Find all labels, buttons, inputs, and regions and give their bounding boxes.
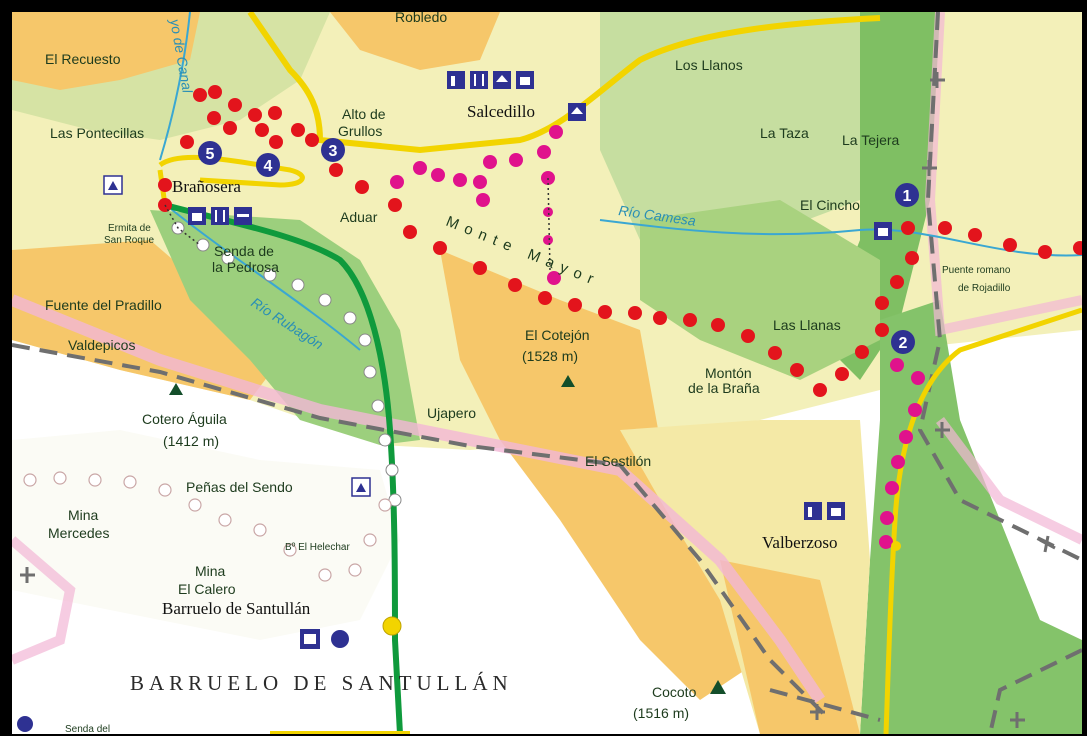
pradillo-slope	[12, 240, 280, 400]
map-labels: Robledo El Recuesto Las Pontecillas Alto…	[45, 9, 1011, 735]
label-mina-el-calero-1: Mina	[195, 563, 226, 579]
info-icon	[331, 630, 349, 648]
label-los-llanos: Los Llanos	[675, 57, 743, 73]
restaurant-icon	[211, 207, 229, 225]
road-north	[247, 12, 881, 154]
canal-stream	[159, 12, 191, 161]
salcedillo-services	[447, 71, 586, 121]
label-la-tejera: La Tejera	[842, 132, 900, 148]
peak-icon	[169, 383, 183, 395]
label-alto-de: Alto de	[342, 106, 386, 122]
forest-mid	[640, 200, 880, 380]
lodging-icon	[804, 502, 822, 520]
boundary-south	[769, 688, 881, 722]
label-el-calero: El Calero	[178, 581, 236, 597]
label-mercedes: Mercedes	[48, 525, 109, 541]
green-slope-north	[600, 12, 900, 260]
poi-icons	[17, 71, 892, 732]
label-mina-mercedes-1: Mina	[68, 507, 99, 523]
junction-marker	[382, 616, 402, 636]
label-municipality: BARRUELO DE SANTULLÁN	[130, 671, 513, 695]
peak-icon	[561, 375, 575, 387]
label-cocoto-alt: (1516 m)	[633, 705, 689, 721]
waypoint-5-label: 5	[206, 146, 215, 163]
municipal-boundary	[12, 343, 832, 722]
label-cotero-aguila: Cotero Águila	[142, 411, 227, 427]
label-las-llanas: Las Llanas	[773, 317, 841, 333]
road-valberzoso	[883, 307, 1082, 734]
label-grullos: Grullos	[338, 123, 382, 139]
label-barruelo: Barruelo de Santullán	[162, 599, 311, 618]
waypoint-marker-4	[256, 153, 280, 177]
label-el-cincho: El Cincho	[800, 197, 860, 213]
label-el-sestilon: El Sestilón	[585, 453, 651, 469]
label-de-rojadillo: de Rojadillo	[958, 283, 1011, 294]
rubagon-forest	[150, 210, 420, 445]
junction-marker-valberzoso	[891, 541, 901, 551]
waypoint-markers: 1 2 3 4 5	[198, 138, 919, 354]
label-el-cotejon: El Cotejón	[525, 327, 590, 343]
pink-border-se	[936, 417, 1082, 545]
boundary-crosses	[20, 72, 1056, 728]
label-penas-del-sendo: Peñas del Sendo	[186, 479, 293, 495]
label-san-roque: San Roque	[104, 235, 154, 246]
label-ermita-de: Ermita de	[108, 223, 151, 234]
label-b-el-helechar: Bº El Helechar	[285, 542, 350, 553]
label-la-pedrosa: la Pedrosa	[212, 259, 279, 275]
dotted-track-east	[547, 177, 551, 271]
label-aduar: Aduar	[340, 209, 378, 225]
valley-white	[12, 430, 400, 640]
label-branosera: Brañosera	[172, 177, 241, 196]
dotted-track	[164, 204, 201, 246]
waypoint-marker-3	[321, 138, 345, 162]
waypoint-1-label: 1	[903, 188, 912, 205]
label-puente-romano: Puente romano	[942, 265, 1011, 276]
branosera-services	[103, 175, 252, 225]
waypoint-marker-2	[891, 330, 915, 354]
label-el-recuesto: El Recuesto	[45, 51, 121, 67]
label-valdepicos: Valdepicos	[68, 337, 135, 353]
white-trail-rubagon	[171, 221, 402, 507]
label-legend-senda: Senda del	[65, 724, 110, 735]
lodging-icon	[447, 71, 465, 89]
label-senda-de: Senda de	[214, 243, 274, 259]
robledo-hill	[330, 12, 500, 70]
label-el-cotejon-alt: (1528 m)	[522, 348, 578, 364]
waypoint-4-label: 4	[264, 158, 273, 175]
high-orange-zone	[12, 12, 200, 90]
peak-icon	[710, 680, 726, 694]
pink-border-west	[12, 536, 76, 665]
red-route	[158, 85, 1082, 397]
label-cocoto: Cocoto	[652, 684, 697, 700]
label-la-taza: La Taza	[760, 125, 809, 141]
label-cotero-aguila-alt: (1412 m)	[163, 433, 219, 449]
label-robledo: Robledo	[395, 9, 447, 25]
label-monton: Montón	[705, 365, 752, 381]
waypoint-marker-5	[198, 141, 222, 165]
waypoint-3-label: 3	[329, 143, 338, 160]
label-fuente-del-pradillo: Fuente del Pradillo	[45, 297, 162, 313]
boundary-se	[988, 648, 1082, 734]
label-de-la-brana: de la Braña	[688, 380, 760, 396]
restaurant-icon	[470, 71, 488, 89]
label-ujapero: Ujapero	[427, 405, 476, 421]
road-branosera-loop	[158, 154, 305, 188]
label-salcedillo: Salcedillo	[467, 102, 535, 121]
waypoint-2-label: 2	[899, 335, 908, 352]
legend-marker-icon	[17, 716, 33, 732]
waypoint-marker-1	[895, 183, 919, 207]
road-green-main	[164, 202, 403, 734]
label-valberzoso: Valberzoso	[762, 533, 838, 552]
magenta-route	[390, 125, 925, 549]
white-trail-mines	[23, 471, 392, 582]
label-las-pontecillas: Las Pontecillas	[50, 125, 144, 141]
rubagon-river	[159, 199, 361, 351]
cotejon-ridge	[440, 250, 760, 700]
